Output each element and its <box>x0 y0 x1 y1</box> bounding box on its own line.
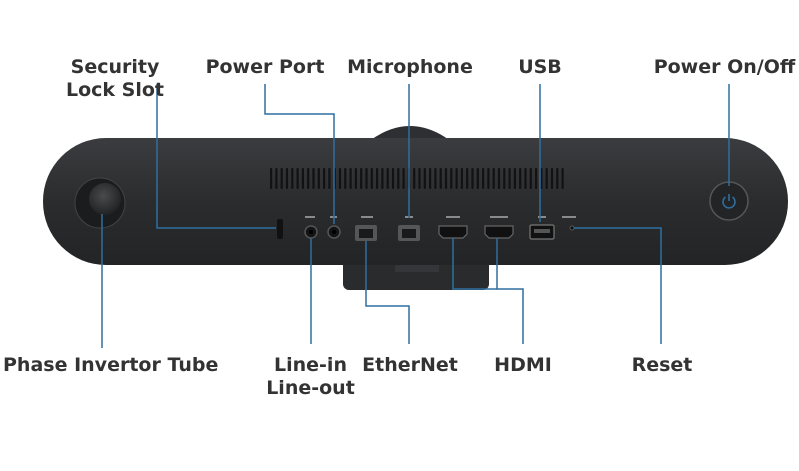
grille-slot <box>418 168 421 189</box>
grille-slot <box>296 168 299 189</box>
grille-slot <box>280 168 283 189</box>
grille-slot <box>423 168 426 189</box>
grille-slot <box>476 168 479 189</box>
grille-slot <box>444 168 448 189</box>
hdmi-port-2[interactable] <box>484 225 514 239</box>
label-line-in-out: Line-in Line-out <box>266 354 355 399</box>
grille-slot <box>556 168 559 189</box>
reset-pinhole[interactable] <box>569 225 575 231</box>
label-microphone: Microphone <box>347 56 473 78</box>
grille-slot <box>429 168 432 189</box>
grille-slot <box>344 168 347 189</box>
grille-slot <box>381 168 384 189</box>
grille-slot <box>307 168 310 189</box>
grille-slot <box>402 168 405 189</box>
grille-slot <box>349 168 352 189</box>
grille-slot <box>391 168 395 189</box>
grille-slot <box>460 168 463 189</box>
grille-slot <box>328 168 331 189</box>
grille-slot <box>338 168 342 189</box>
grille-slot <box>397 168 400 189</box>
leader-lines <box>101 84 730 348</box>
grille-slot <box>323 168 326 189</box>
label-power-port: Power Port <box>205 56 325 78</box>
soundbar-body <box>43 138 788 265</box>
grille-slot <box>291 168 294 189</box>
label-security-lock-slot: Security Lock Slot <box>65 56 164 101</box>
grille-slot <box>455 168 458 189</box>
label-power-on-off: Power On/Off <box>653 56 796 78</box>
grille-slot <box>439 168 442 189</box>
hdmi-port-1[interactable] <box>438 225 468 239</box>
grille-slot <box>450 168 453 189</box>
grille-slot <box>376 168 379 189</box>
label-ethernet: EtherNet <box>362 354 458 376</box>
grille-slot <box>524 168 527 189</box>
label-usb: USB <box>518 56 562 78</box>
leader-hdmi-down <box>497 288 524 344</box>
label-hdmi: HDMI <box>494 354 552 376</box>
grille-slot <box>413 168 416 189</box>
grille-slot <box>550 168 554 189</box>
grille-slot <box>503 168 506 189</box>
grille-slot <box>317 168 320 189</box>
grille-slot <box>354 168 357 189</box>
grille-slot <box>471 168 474 189</box>
grille-slot <box>365 168 368 189</box>
security-lock-slot <box>277 219 283 239</box>
grille-slot <box>466 168 469 189</box>
grille-slot <box>370 168 373 189</box>
leader-ethernet <box>365 241 410 344</box>
grille-slot <box>434 168 437 189</box>
label-phase-invertor-tube: Phase Invertor Tube <box>3 354 219 376</box>
leader-reset <box>574 227 662 344</box>
power-symbol-icon <box>722 194 736 209</box>
grille-slot <box>508 168 511 189</box>
phase-invertor-tube-port <box>74 177 126 229</box>
grille-slot <box>301 168 304 189</box>
leader-hdmi <box>452 238 498 290</box>
label-reset: Reset <box>631 354 693 376</box>
grille-slot <box>545 168 548 189</box>
grille-slot <box>540 168 543 189</box>
grille-slot <box>497 168 501 189</box>
power-on-off-button[interactable] <box>709 181 749 221</box>
grille-slot <box>285 168 289 189</box>
grille-slot <box>487 168 490 189</box>
grille-slot <box>386 168 389 189</box>
grille-slot <box>482 168 485 189</box>
grille-slot <box>513 168 516 189</box>
circle-port-icon <box>74 177 126 229</box>
grille-slot <box>535 168 538 189</box>
grille-slot <box>561 168 564 189</box>
grille-slot <box>275 168 278 189</box>
grille-slot <box>529 168 532 189</box>
grille-slot <box>492 168 495 189</box>
grille-slot <box>312 168 315 189</box>
grille-slot <box>360 168 363 189</box>
grille-slot <box>519 168 522 189</box>
grille-slot <box>270 168 273 189</box>
leader-power-port <box>264 84 335 224</box>
speaker-grille <box>270 168 564 189</box>
leader-security-lock <box>156 84 276 229</box>
